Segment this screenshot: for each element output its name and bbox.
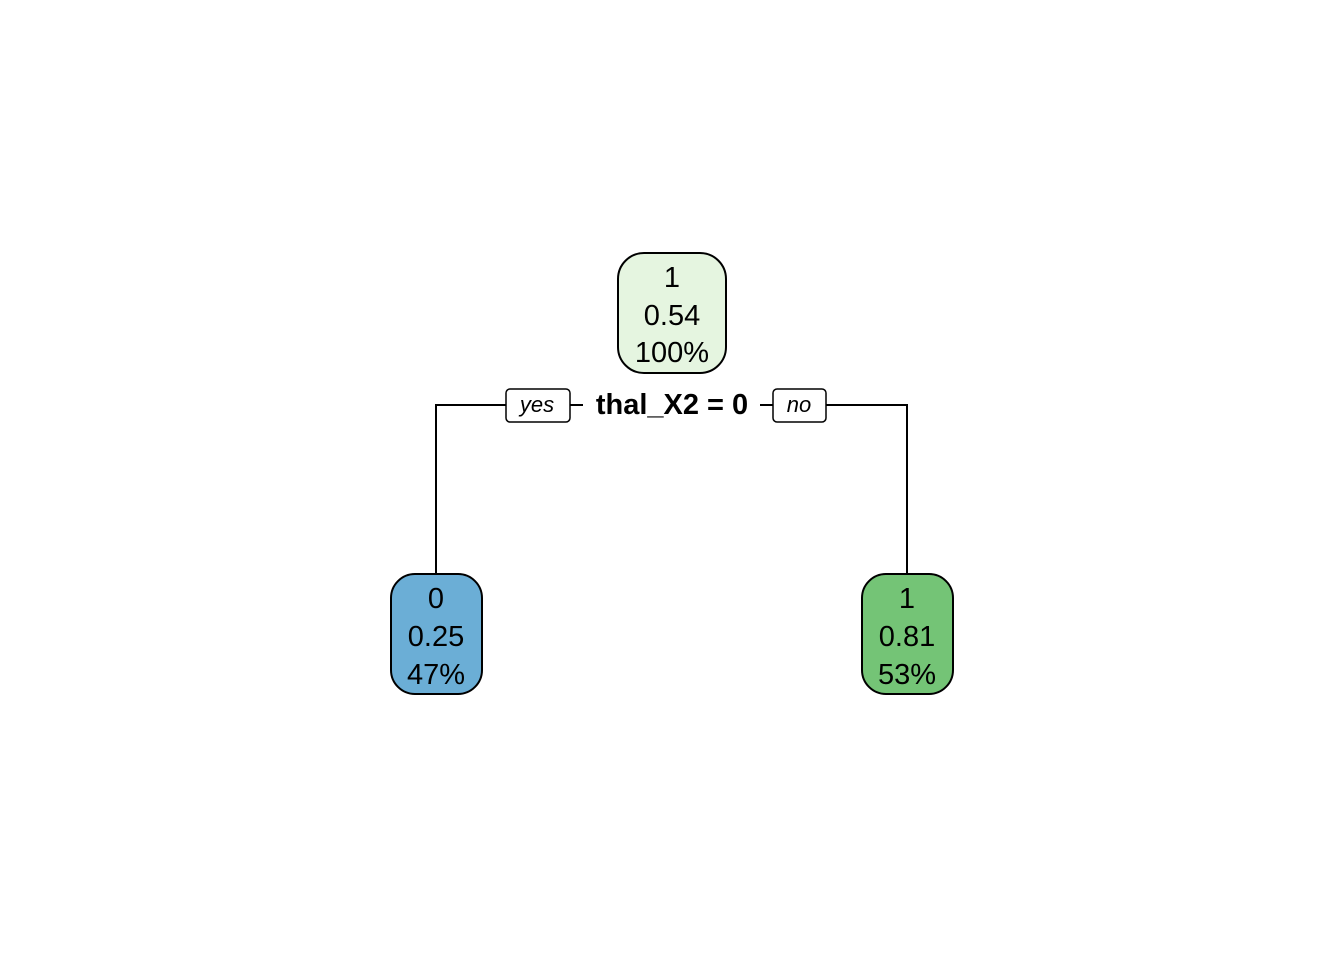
left-leaf-box [390,573,483,695]
root-node-class: 1 [664,262,680,294]
right-leaf-prob: 0.81 [879,621,935,653]
root-node-percent: 100% [635,337,709,369]
tree-edges [435,404,908,574]
no-label-text: no [787,392,811,417]
yes-label-text: yes [518,392,554,417]
right-leaf-class: 1 [899,583,915,615]
no-label-box [772,388,827,423]
right-leaf-box [861,573,954,695]
root-node: 1 0.54 100% [617,252,727,374]
right-leaf-percent: 53% [878,659,936,691]
edge-right [826,404,908,574]
root-node-box [617,252,727,374]
left-leaf-prob: 0.25 [408,621,464,653]
left-leaf-node: 0 0.25 47% [390,573,483,695]
right-leaf-node: 1 0.81 53% [861,573,954,695]
branch-no-label: no [772,388,827,423]
split-condition: thal_X2 = 0 [596,389,748,421]
yes-label-box [505,388,571,423]
left-leaf-class: 0 [428,583,444,615]
left-leaf-percent: 47% [407,659,465,691]
branch-yes-label: yes [505,388,571,423]
root-node-prob: 0.54 [644,300,700,332]
edge-left [435,404,506,574]
